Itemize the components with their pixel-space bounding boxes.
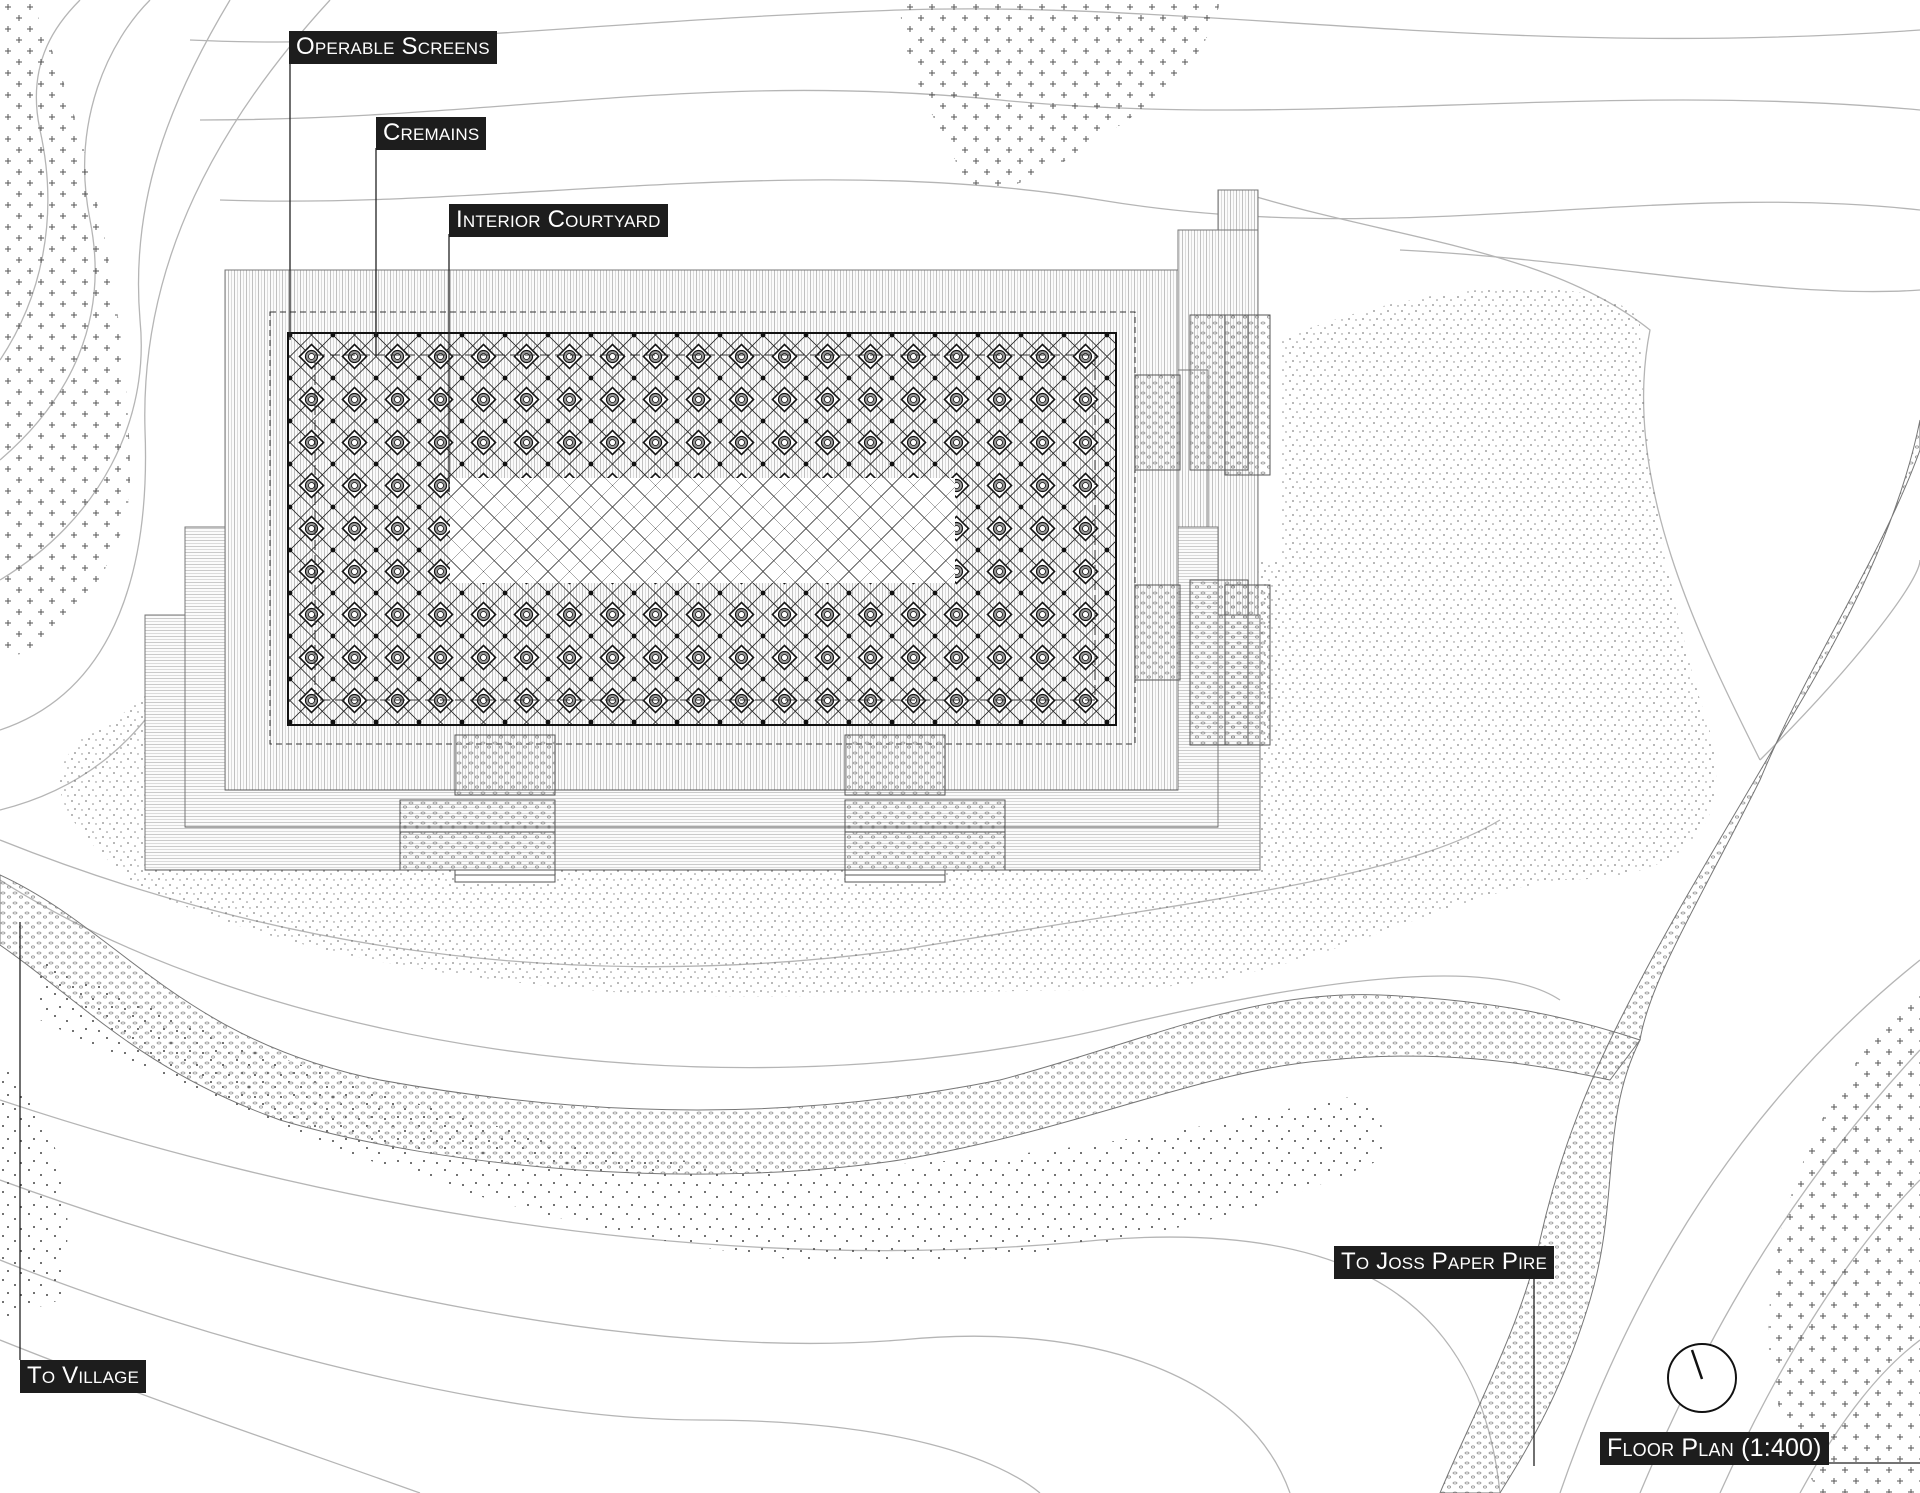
- cremains-lattice: [287, 332, 1117, 726]
- to-village-label: To Village: [20, 1360, 147, 1393]
- to-joss-paper-pire-label: To Joss Paper Pire: [1334, 1246, 1555, 1279]
- side-courtyards: [399, 314, 1271, 883]
- operable-screens-label: Operable Screens: [289, 31, 497, 64]
- interior-courtyard-label: Interior Courtyard: [449, 204, 668, 237]
- north-arrow-icon: [1667, 1343, 1737, 1413]
- cremains-label: Cremains: [376, 117, 487, 150]
- floor-plan-scale-label: Floor Plan (1:400): [1600, 1432, 1829, 1465]
